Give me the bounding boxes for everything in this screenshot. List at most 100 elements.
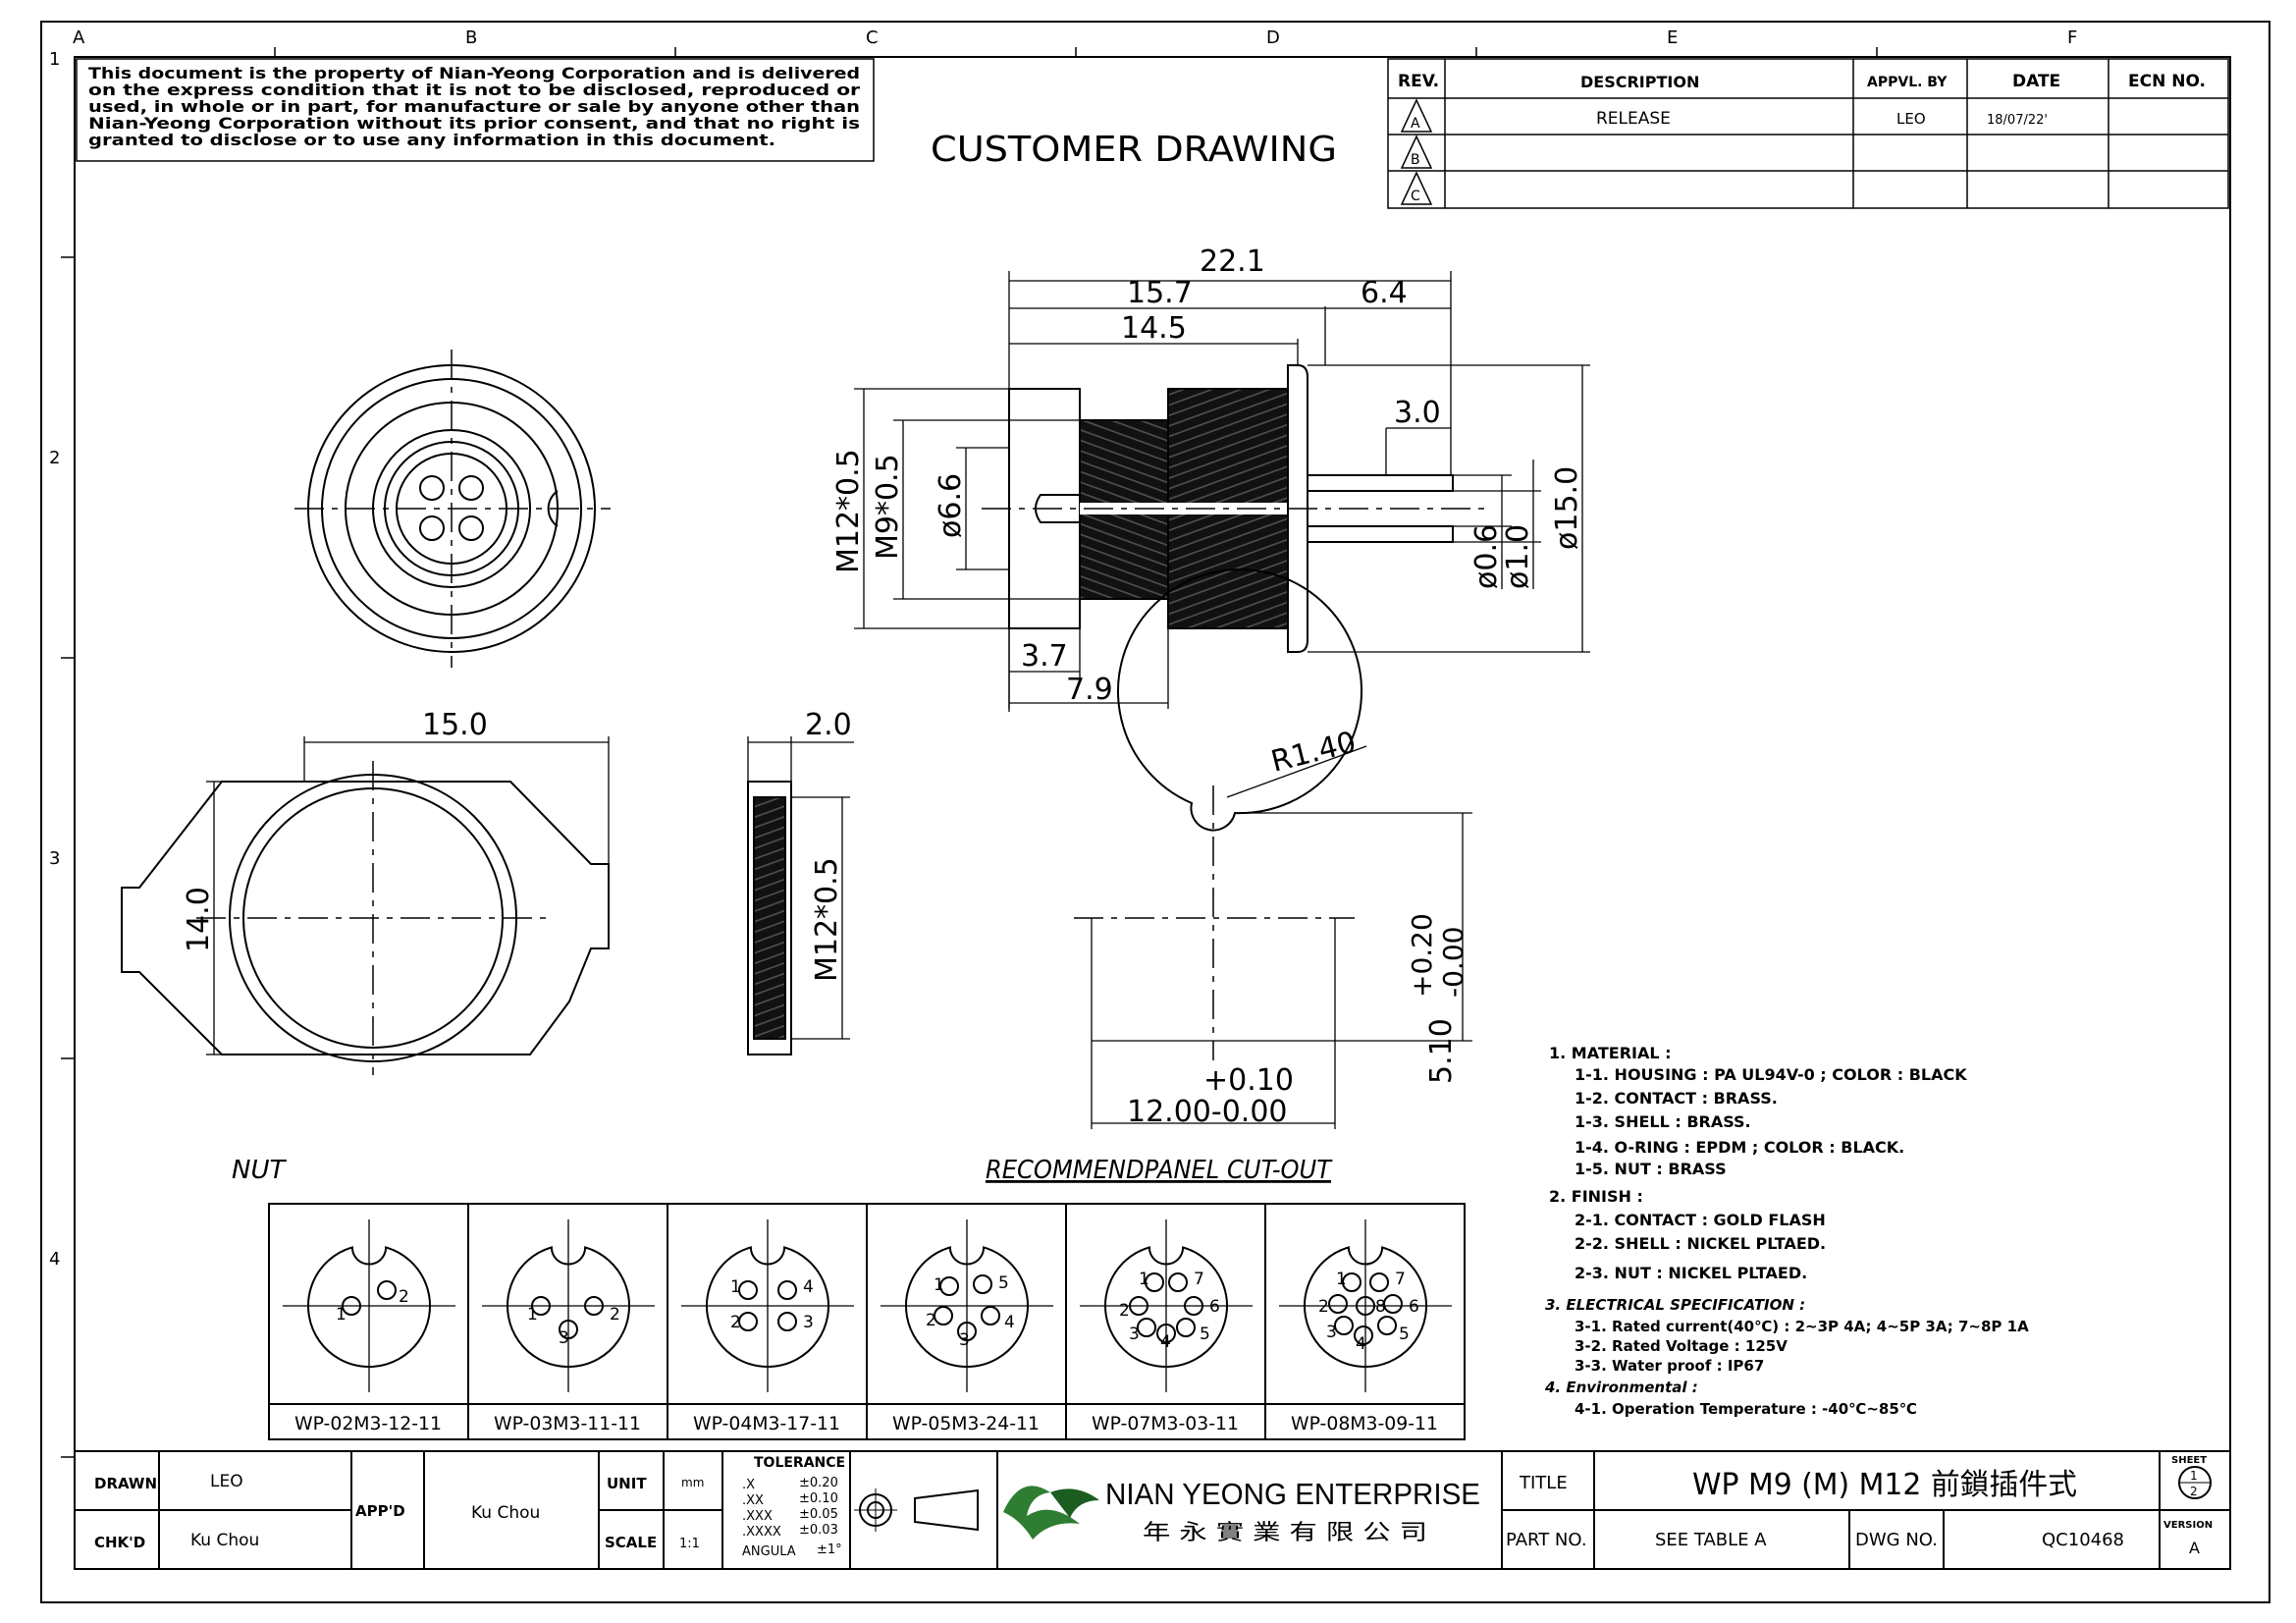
dim-22-1: 22.1 bbox=[1200, 244, 1265, 279]
cutout-radius: R1.40 bbox=[1267, 726, 1360, 780]
rev-header-rev: REV. bbox=[1398, 72, 1439, 91]
svg-text:ANGULA: ANGULA bbox=[742, 1544, 796, 1559]
rev-header-date: DATE bbox=[2012, 72, 2060, 91]
company-logo bbox=[1003, 1486, 1099, 1540]
pin-number: 1 bbox=[730, 1277, 741, 1297]
title-label: TITLE bbox=[1519, 1473, 1568, 1493]
dim-m9: M9*0.5 bbox=[871, 454, 905, 560]
title-block bbox=[74, 1450, 2231, 1570]
pin-contact bbox=[1377, 1316, 1397, 1335]
column-markers: A B C D E F bbox=[73, 27, 2077, 48]
svg-text:2-3. NUT : NICKEL PLTAED.: 2-3. NUT : NICKEL PLTAED. bbox=[1575, 1264, 1807, 1282]
chkd-label: CHK'D bbox=[94, 1534, 145, 1551]
nut-height-dim: 14.0 bbox=[182, 887, 216, 952]
partno-value: SEE TABLE A bbox=[1655, 1530, 1767, 1550]
pin-contact bbox=[777, 1312, 797, 1331]
pin-number: 1 bbox=[1336, 1270, 1347, 1289]
pin-part-6: WP-08M3-09-11 bbox=[1291, 1413, 1438, 1434]
pin-contact bbox=[1156, 1324, 1176, 1343]
svg-text:1-3. SHELL : BRASS.: 1-3. SHELL : BRASS. bbox=[1575, 1112, 1751, 1131]
nut-dimensions bbox=[206, 736, 610, 1055]
title-value: WP M9 (M) M12 前鎖插件式 bbox=[1692, 1468, 2077, 1502]
pin-layout-outline bbox=[905, 1246, 1029, 1368]
pin-contact bbox=[738, 1312, 758, 1331]
pin-number: 8 bbox=[1375, 1297, 1386, 1317]
svg-text:This document is the property: This document is the property of Nian-Ye… bbox=[88, 64, 860, 82]
pin-part-5: WP-07M3-03-11 bbox=[1092, 1413, 1239, 1434]
rev-c-label: C bbox=[1411, 189, 1420, 204]
pin-contact bbox=[1137, 1318, 1156, 1337]
pin-contact bbox=[342, 1296, 361, 1316]
pin-layout-outline bbox=[706, 1246, 829, 1368]
svg-text:4-1. Operation Temperature : -: 4-1. Operation Temperature : -40℃~85℃ bbox=[1575, 1400, 1917, 1418]
dim-0-6: ø0.6 bbox=[1469, 524, 1504, 589]
panel-cutout bbox=[1074, 568, 1472, 1129]
sheet-bottom: 2 bbox=[2190, 1485, 2198, 1498]
appd-value: Ku Chou bbox=[471, 1503, 540, 1523]
pin-contact bbox=[1184, 1296, 1203, 1316]
svg-text:3-2. Rated Voltage : 125V: 3-2. Rated Voltage : 125V bbox=[1575, 1337, 1788, 1355]
pin-contact bbox=[1168, 1272, 1188, 1292]
drawn-value: LEO bbox=[210, 1472, 243, 1491]
pin-number: 5 bbox=[1399, 1325, 1410, 1344]
pin-contact bbox=[939, 1276, 959, 1296]
pin-layout-outline bbox=[307, 1246, 431, 1368]
rev-a-appvl: LEO bbox=[1896, 110, 1926, 128]
svg-text:Nian-Yeong Corporation without: Nian-Yeong Corporation without its prior… bbox=[88, 114, 860, 133]
svg-text:.XXXX: .XXXX bbox=[742, 1525, 781, 1540]
pin-part-2: WP-03M3-11-11 bbox=[494, 1413, 641, 1434]
row-1: 1 bbox=[49, 49, 60, 70]
unit-value: mm bbox=[681, 1476, 704, 1489]
pin-contact bbox=[1176, 1318, 1196, 1337]
rev-a-label: A bbox=[1411, 116, 1420, 132]
unit-label: UNIT bbox=[607, 1475, 647, 1492]
notes: 1. MATERIAL : 1-1. HOUSING : PA UL94V-0 … bbox=[1544, 1044, 2029, 1418]
chkd-value: Ku Chou bbox=[190, 1531, 259, 1550]
pin-number: 3 bbox=[959, 1330, 970, 1350]
rev-b-label: B bbox=[1411, 152, 1420, 168]
pin-number: 1 bbox=[1139, 1270, 1149, 1289]
dim-15-7: 15.7 bbox=[1127, 276, 1193, 310]
col-a: A bbox=[73, 27, 85, 48]
nut-width-dim: 15.0 bbox=[422, 708, 488, 742]
dim-15-0: ø15.0 bbox=[1550, 466, 1584, 550]
notice-text: This document is the property of Nian-Ye… bbox=[88, 64, 860, 149]
version-value: A bbox=[2189, 1539, 2200, 1557]
svg-text:±0.05: ±0.05 bbox=[799, 1507, 838, 1522]
front-view bbox=[294, 350, 611, 668]
cutout-flat-tol-plus: +0.20 bbox=[1406, 913, 1438, 998]
pin-number: 7 bbox=[1194, 1270, 1204, 1289]
pin-contact bbox=[1129, 1296, 1148, 1316]
svg-text:3. ELECTRICAL SPECIFICATION :: 3. ELECTRICAL SPECIFICATION : bbox=[1545, 1296, 1805, 1314]
svg-text:1-4. O-RING : EPDM ; COLOR : B: 1-4. O-RING : EPDM ; COLOR : BLACK. bbox=[1575, 1138, 1904, 1157]
cutout-dia: 12.00-0.00 bbox=[1127, 1095, 1288, 1129]
pin-layout-outline bbox=[1104, 1246, 1228, 1368]
cutout-flat: 5.10 bbox=[1424, 1018, 1459, 1084]
pin-contact bbox=[957, 1322, 977, 1341]
pin-contact bbox=[377, 1280, 397, 1300]
pin-contact bbox=[1354, 1325, 1373, 1345]
pin-contact bbox=[559, 1320, 578, 1339]
notice-box bbox=[76, 58, 875, 162]
partno-label: PART NO. bbox=[1506, 1530, 1587, 1550]
col-b: B bbox=[465, 27, 477, 48]
company-name: NIAN YEONG ENTERPRISE bbox=[1105, 1477, 1480, 1511]
nut-side-view bbox=[747, 736, 854, 1055]
pin-layout-1: 12 bbox=[283, 1219, 455, 1392]
pin-number: 5 bbox=[998, 1273, 1009, 1293]
svg-text:on the express condition th: on the express condition that it is not … bbox=[88, 81, 860, 99]
pin-number: 2 bbox=[610, 1305, 620, 1325]
pin-contact bbox=[1356, 1296, 1375, 1316]
pin-contact bbox=[1328, 1294, 1348, 1314]
outer-frame bbox=[40, 21, 2270, 1603]
pin-number: 1 bbox=[527, 1305, 538, 1325]
row-markers: 1 2 3 4 bbox=[49, 49, 60, 1270]
dim-1-0: ø1.0 bbox=[1501, 524, 1535, 589]
pin-contact bbox=[1342, 1272, 1362, 1292]
pin-contact bbox=[934, 1306, 953, 1325]
revision-table bbox=[1387, 58, 2229, 209]
pin-number: 2 bbox=[730, 1313, 741, 1332]
pin-table bbox=[268, 1203, 1466, 1440]
pin-part-3: WP-04M3-17-11 bbox=[693, 1413, 840, 1434]
pin-number: 2 bbox=[399, 1287, 409, 1307]
